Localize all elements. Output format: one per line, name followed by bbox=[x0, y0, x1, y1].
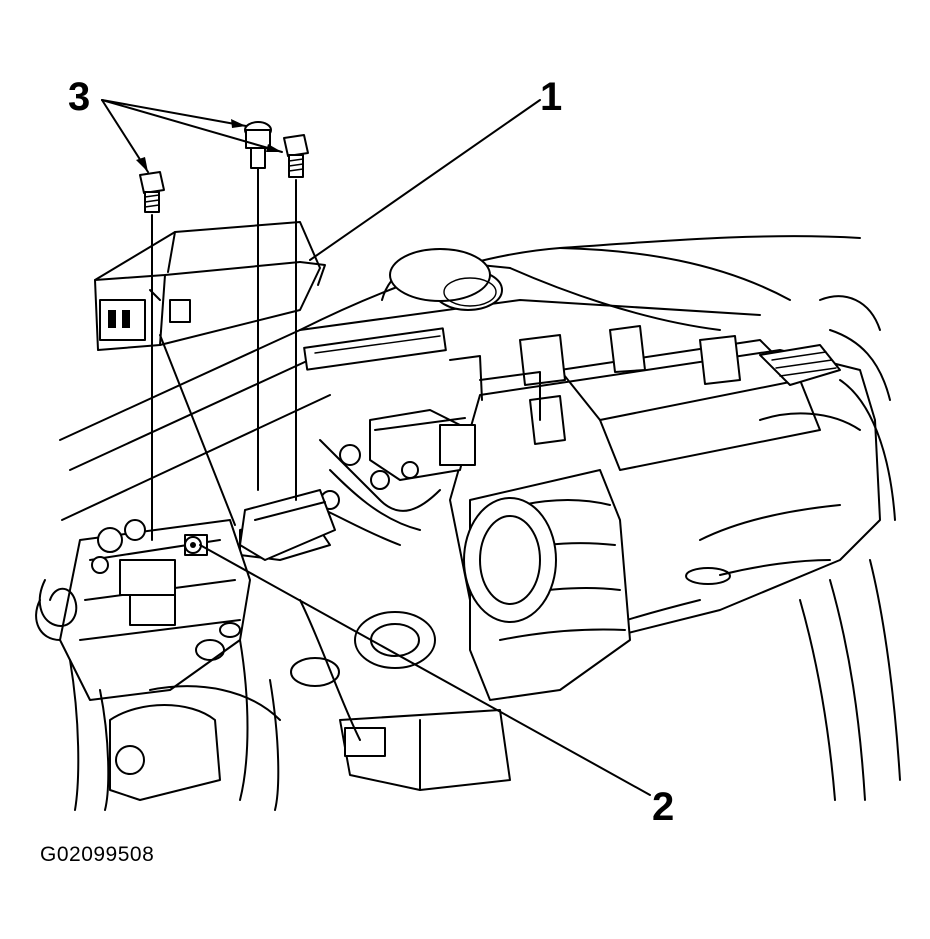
callout-label-2: 2 bbox=[652, 785, 674, 829]
figure-code: G02099508 bbox=[40, 843, 155, 866]
instrument-panel-outline bbox=[59, 235, 891, 521]
left-dash-section bbox=[35, 519, 281, 811]
module-1 bbox=[94, 221, 326, 351]
bolt-left bbox=[139, 171, 165, 541]
callout-label-1: 1 bbox=[540, 75, 562, 119]
callout-3-arrowheads bbox=[136, 119, 282, 172]
center-stack bbox=[239, 469, 631, 811]
bolt-right bbox=[283, 134, 309, 501]
callout-label-3: 3 bbox=[68, 75, 90, 119]
fastener-2 bbox=[184, 536, 202, 554]
leader-lines bbox=[101, 99, 651, 796]
